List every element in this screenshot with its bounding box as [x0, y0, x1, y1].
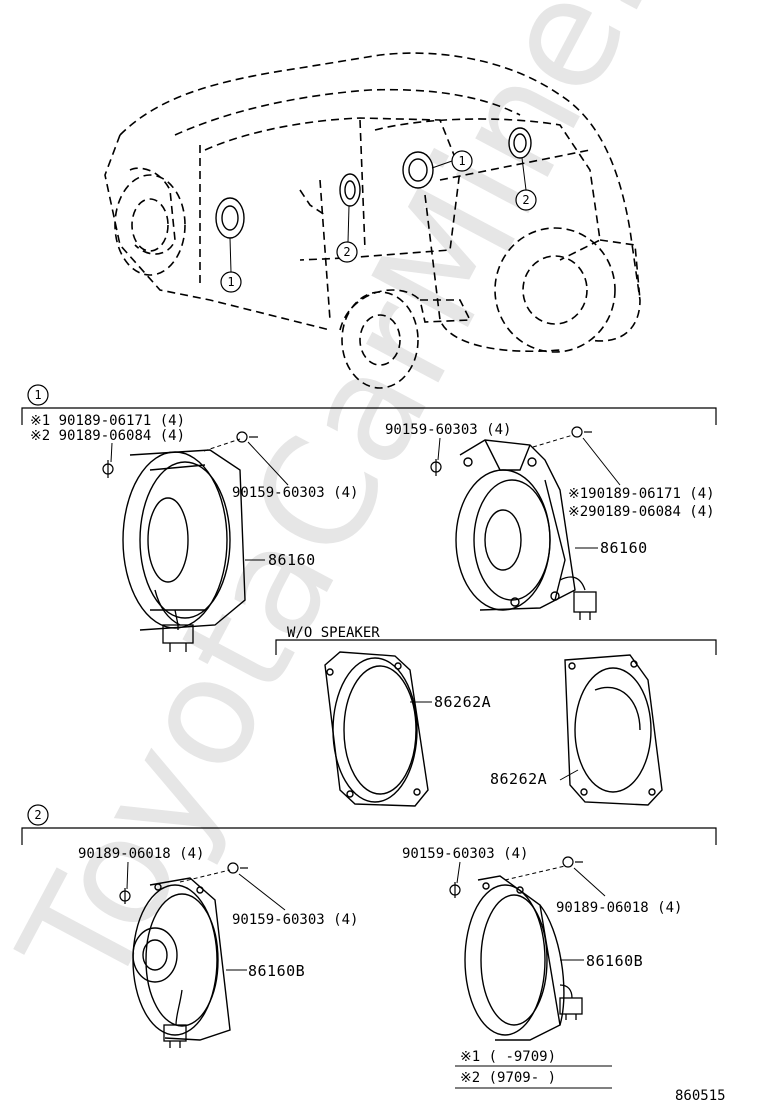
vehicle-speaker-locations [215, 127, 532, 239]
front-right-leaders [437, 434, 621, 549]
section-1-callout: 1 [27, 384, 49, 406]
diagram-id: 860515 [675, 1088, 726, 1104]
vehicle-outline [104, 52, 641, 353]
rear-left-screw-label: 90159-60303 (4) [232, 912, 358, 928]
front-right-screw-bolt [430, 426, 592, 476]
rear-left-leaders [126, 861, 286, 971]
front-right-note-1: ※190189-06171 (4) [568, 486, 715, 502]
front-left-screw-label: 90159-60303 (4) [232, 485, 358, 501]
cover-b-label: 86262A [490, 770, 547, 788]
legend-row-2: ※2 (9709- ) [460, 1070, 556, 1086]
section-2-callout: 2 [27, 804, 49, 826]
section-1-bracket [21, 407, 717, 425]
front-right-screw-label: 90159-60303 (4) [385, 422, 511, 438]
front-left-leaders [110, 438, 289, 561]
vehicle-callout-1b: 1 [451, 150, 473, 172]
section-2-bracket [21, 827, 717, 845]
rear-right-screw-label: 90159-60303 (4) [402, 846, 528, 862]
legend: ※1 ( -9709) ※2 (9709- ) [455, 1049, 612, 1089]
svg-text:2: 2 [343, 245, 350, 259]
wo-speaker-bracket [275, 639, 717, 655]
vehicle-callout-2b: 2 [515, 189, 537, 211]
vehicle-callout-1a: 1 [220, 271, 242, 293]
section-1-note-2: ※2 90189-06084 (4) [30, 428, 185, 444]
svg-text:2: 2 [522, 193, 529, 207]
vehicle-callout-2a: 2 [336, 241, 358, 263]
rear-right-speaker-label: 86160B [586, 952, 643, 970]
speaker-cover-a [324, 651, 429, 807]
svg-text:2: 2 [34, 808, 41, 822]
section-1-note-1: ※1 90189-06171 (4) [30, 413, 185, 429]
rear-speaker-right [464, 875, 565, 1041]
front-right-speaker-label: 86160 [600, 539, 648, 557]
legend-row-1: ※1 ( -9709) [460, 1049, 556, 1065]
front-right-note-2: ※290189-06084 (4) [568, 504, 715, 520]
front-speaker-left [122, 449, 246, 631]
svg-text:1: 1 [227, 275, 234, 289]
front-left-speaker-label: 86160 [268, 551, 316, 569]
svg-text:1: 1 [458, 154, 465, 168]
rear-right-screw-bolt [449, 856, 583, 898]
rear-speaker-left-connector [163, 989, 187, 1048]
svg-text:1: 1 [34, 388, 41, 402]
vehicle-leader-lines [229, 157, 527, 273]
rear-speaker-left [132, 877, 231, 1041]
front-speaker-right-connector [559, 576, 597, 620]
front-speaker-left-connector [162, 609, 194, 652]
vehicle-wheels [114, 174, 616, 389]
rear-right-bolt-label: 90189-06018 (4) [556, 900, 682, 916]
rear-speaker-right-connector [559, 984, 583, 1020]
front-speaker-right [455, 439, 576, 611]
rear-left-screw-bolt [119, 862, 248, 904]
front-left-screw-bolt [102, 431, 258, 478]
rear-left-bolt-label: 90189-06018 (4) [78, 846, 204, 862]
wo-speaker-title: W/O SPEAKER [287, 625, 380, 641]
rear-left-speaker-label: 86160B [248, 962, 305, 980]
speaker-cover-b [564, 654, 663, 806]
cover-b-leader [559, 769, 579, 781]
rear-right-leaders [456, 861, 606, 961]
cover-a-label: 86262A [434, 693, 491, 711]
